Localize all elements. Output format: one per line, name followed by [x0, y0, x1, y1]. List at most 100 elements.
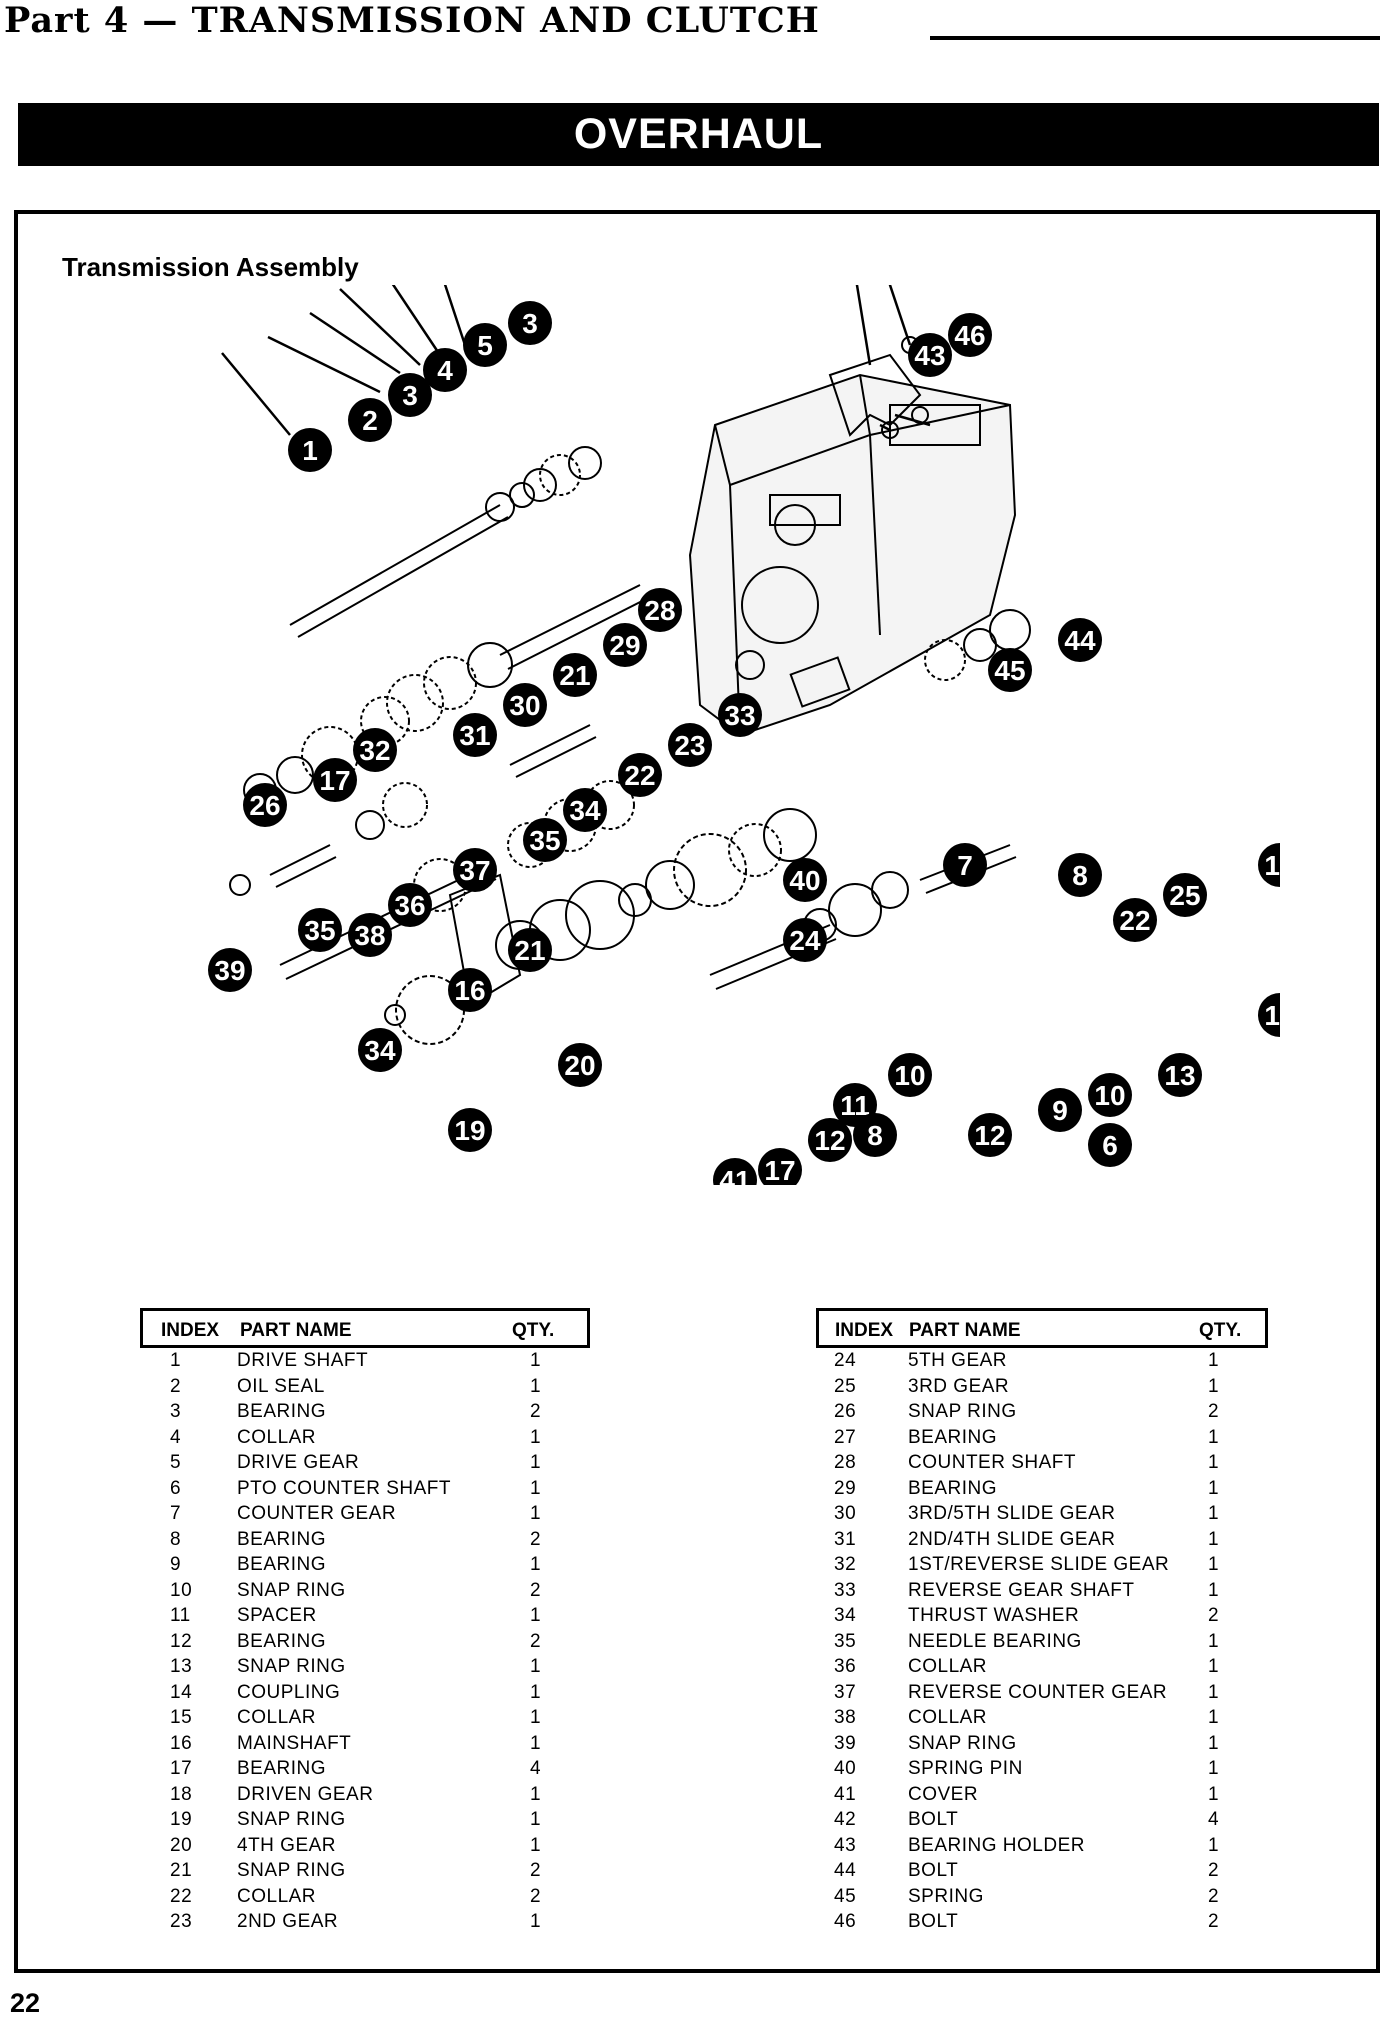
cell-index: 26	[834, 1401, 857, 1422]
callout-39: 39	[208, 948, 252, 992]
callout-circle	[358, 1028, 402, 1072]
callout-label: 8	[1072, 860, 1088, 891]
cell-name: COUPLING	[237, 1681, 341, 1703]
cell-qty: 2	[530, 1401, 542, 1422]
callout-label: 23	[674, 730, 705, 761]
callout-34: 34	[358, 1028, 402, 1072]
cell-name: 4TH GEAR	[237, 1834, 337, 1856]
cell-index: 35	[834, 1630, 857, 1652]
cell-index: 33	[834, 1579, 857, 1601]
callout-35: 35	[298, 908, 342, 952]
callout-13: 13	[1158, 1053, 1202, 1097]
cell-name: 5TH GEAR	[908, 1350, 1008, 1371]
header-index: INDEX	[835, 1320, 894, 1341]
cell-name: 1ST/REVERSE SLIDE GEAR	[908, 1554, 1170, 1575]
callout-circle	[1158, 1053, 1202, 1097]
page-number: 22	[10, 1988, 41, 2018]
callout-circle	[1258, 993, 1280, 1037]
cell-name: OIL SEAL	[237, 1375, 325, 1397]
callout-label: 26	[249, 790, 280, 821]
cell-qty: 1	[1208, 1783, 1220, 1805]
callout-circle	[208, 948, 252, 992]
callout-label: 4	[437, 355, 453, 386]
cell-qty: 1	[530, 1452, 542, 1473]
cell-index: 20	[170, 1834, 193, 1856]
diagram-parts	[229, 336, 1031, 1045]
callout-label: 3	[402, 380, 418, 411]
cell-index: 8	[170, 1528, 182, 1550]
cell-qty: 1	[530, 1783, 542, 1805]
cell-index: 19	[170, 1809, 193, 1830]
cell-name: COUNTER SHAFT	[908, 1452, 1076, 1473]
cell-qty: 2	[530, 1885, 542, 1907]
cell-qty: 1	[1208, 1503, 1220, 1524]
callout-circle	[713, 1158, 757, 1185]
callout-label: 32	[359, 735, 390, 766]
callout-32: 32	[353, 728, 397, 772]
callout-40: 40	[783, 858, 827, 902]
callout-circle	[388, 883, 432, 927]
cell-index: 6	[170, 1477, 182, 1499]
cell-qty: 1	[530, 1375, 542, 1397]
callout-12: 12	[808, 1118, 852, 1162]
cell-qty: 1	[1208, 1579, 1220, 1601]
callout-label: 28	[644, 595, 675, 626]
callout-circle	[1113, 898, 1157, 942]
cell-name: SNAP RING	[908, 1732, 1017, 1754]
cell-index: 13	[170, 1656, 193, 1677]
cell-qty: 1	[1208, 1834, 1220, 1856]
cell-name: COUNTER GEAR	[237, 1503, 397, 1524]
callout-circle	[908, 333, 952, 377]
callout-22: 22	[1113, 898, 1157, 942]
callout-17: 17	[313, 758, 357, 802]
callout-circle	[243, 783, 287, 827]
callout-circle	[353, 728, 397, 772]
callout-circle	[853, 1113, 897, 1157]
cell-index: 38	[834, 1707, 857, 1728]
callout-label: 10	[894, 1060, 925, 1091]
callout-label: 24	[789, 925, 821, 956]
cell-qty: 1	[530, 1477, 542, 1499]
cell-qty: 1	[530, 1554, 542, 1575]
callout-circle	[508, 928, 552, 972]
cell-index: 18	[170, 1783, 193, 1805]
callout-5: 5	[463, 323, 507, 367]
cell-name: SPACER	[237, 1605, 317, 1626]
callout-29: 29	[603, 623, 647, 667]
cell-name: 3RD GEAR	[908, 1375, 1010, 1397]
callout-circle	[988, 648, 1032, 692]
callout-circle	[563, 788, 607, 832]
callout-label: 40	[789, 865, 820, 896]
callout-circle	[388, 373, 432, 417]
callout-33: 33	[718, 693, 762, 737]
cell-index: 14	[170, 1681, 193, 1703]
cell-qty: 2	[530, 1630, 542, 1652]
cell-qty: 1	[530, 1732, 542, 1754]
cell-qty: 1	[1208, 1528, 1220, 1550]
part-title: Part 4 — TRANSMISSION AND CLUTCH	[4, 0, 820, 41]
callout-label: 21	[559, 660, 590, 691]
cell-name: COLLAR	[237, 1885, 317, 1907]
cell-name: DRIVEN GEAR	[237, 1783, 374, 1805]
callout-26: 26	[243, 783, 287, 827]
callout-circle	[1088, 1123, 1132, 1167]
cell-name: BEARING	[237, 1401, 327, 1422]
cell-index: 12	[170, 1630, 193, 1652]
cell-index: 24	[834, 1350, 857, 1371]
callout-label: 22	[624, 760, 655, 791]
callout-circle	[888, 1053, 932, 1097]
callout-16: 16	[448, 968, 492, 1012]
